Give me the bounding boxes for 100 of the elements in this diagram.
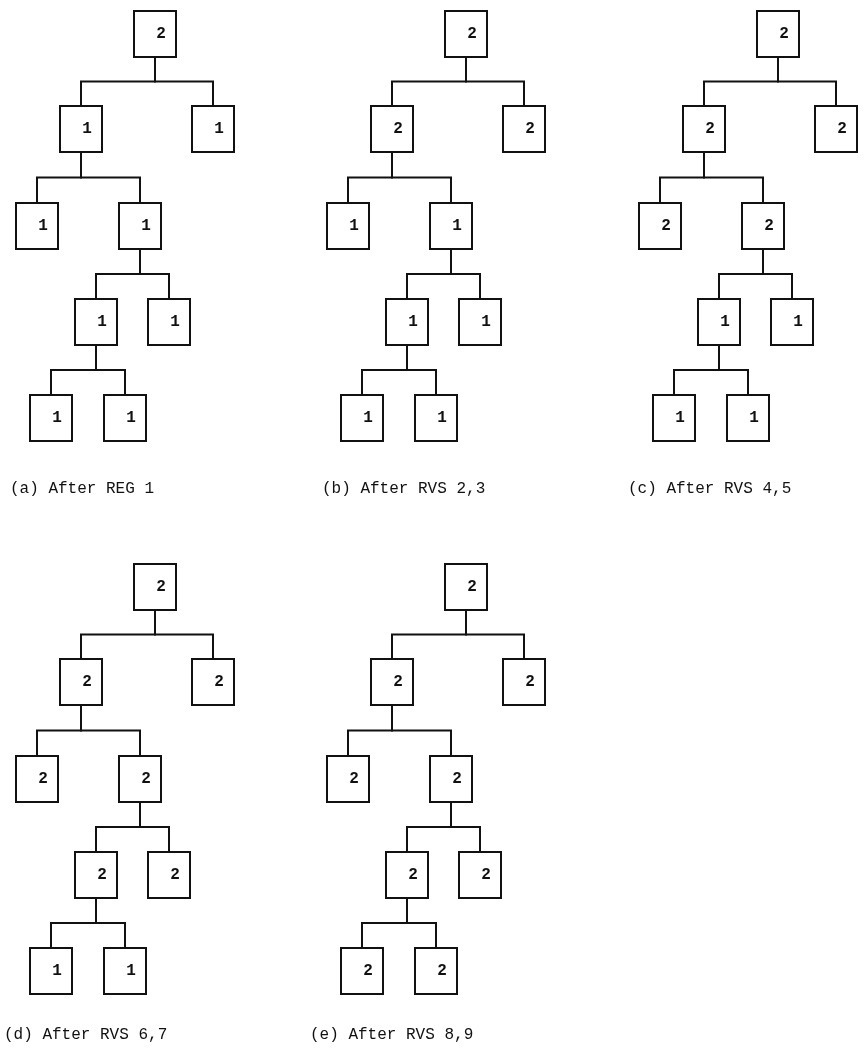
node-value: 2 — [466, 578, 477, 596]
tree-node-box — [191, 658, 235, 706]
tree-node-box — [385, 298, 429, 346]
node-value: 1 — [451, 217, 462, 235]
tree-node-box — [502, 105, 546, 153]
tree-node-box — [385, 851, 429, 899]
node-value: 1 — [125, 409, 136, 427]
tree-node-box — [147, 851, 191, 899]
node-value: 2 — [524, 673, 535, 691]
node-value: 1 — [719, 313, 730, 331]
tree-node-box — [74, 298, 118, 346]
tree-node-box — [697, 298, 741, 346]
tree-node-box — [429, 202, 473, 250]
tree-node-box — [340, 394, 384, 442]
node-value: 1 — [348, 217, 359, 235]
tree-node-box — [118, 202, 162, 250]
tree-node-box — [340, 947, 384, 995]
tree-node-box — [326, 202, 370, 250]
tree-node-box — [741, 202, 785, 250]
tree-node-box — [652, 394, 696, 442]
tree-connector — [139, 249, 170, 299]
subfigure-caption: (e) After RVS 8,9 — [310, 1026, 474, 1044]
node-value: 2 — [778, 25, 789, 43]
tree-node-box — [15, 755, 59, 803]
node-value: 1 — [51, 962, 62, 980]
tree-node-box — [326, 755, 370, 803]
tree-connector — [95, 345, 126, 395]
node-value: 2 — [362, 962, 373, 980]
tree-connector — [450, 249, 481, 299]
tree-connector — [80, 705, 141, 756]
tree-connector — [391, 152, 452, 203]
node-value: 2 — [169, 866, 180, 884]
node-value: 1 — [480, 313, 491, 331]
node-value: 1 — [96, 313, 107, 331]
tree-node-box — [118, 755, 162, 803]
tree-connector — [391, 705, 452, 756]
tree-connector — [718, 345, 749, 395]
node-value: 2 — [836, 120, 847, 138]
tree-node-box — [103, 394, 147, 442]
tree-node-box — [59, 658, 103, 706]
tree-node-box — [74, 851, 118, 899]
node-value: 2 — [392, 673, 403, 691]
node-value: 2 — [155, 578, 166, 596]
tree-node-box — [756, 10, 800, 58]
tree-connector — [139, 802, 170, 852]
tree-connector — [154, 610, 214, 659]
node-value: 1 — [792, 313, 803, 331]
tree-node-box — [444, 563, 488, 611]
tree-node-box — [133, 10, 177, 58]
node-value: 1 — [169, 313, 180, 331]
node-value: 2 — [660, 217, 671, 235]
node-value: 2 — [81, 673, 92, 691]
tree-node-box — [147, 298, 191, 346]
tree-connector — [762, 249, 793, 299]
node-value: 1 — [436, 409, 447, 427]
node-value: 2 — [763, 217, 774, 235]
node-value: 2 — [436, 962, 447, 980]
node-value: 2 — [466, 25, 477, 43]
tree-node-box — [638, 202, 682, 250]
tree-node-box — [103, 947, 147, 995]
tree-node-box — [370, 658, 414, 706]
tree-connector — [465, 610, 525, 659]
tree-connector — [450, 802, 481, 852]
tree-connector — [777, 57, 837, 106]
node-value: 2 — [524, 120, 535, 138]
tree-connector — [154, 57, 214, 106]
node-value: 2 — [96, 866, 107, 884]
subfigure-caption: (d) After RVS 6,7 — [4, 1026, 168, 1044]
tree-node-box — [682, 105, 726, 153]
node-value: 2 — [407, 866, 418, 884]
subfigure-caption: (a) After REG 1 — [10, 480, 155, 498]
tree-node-box — [191, 105, 235, 153]
tree-connector — [703, 152, 764, 203]
tree-node-box — [59, 105, 103, 153]
node-value: 1 — [81, 120, 92, 138]
node-value: 1 — [407, 313, 418, 331]
node-value: 2 — [451, 770, 462, 788]
tree-connector — [465, 57, 525, 106]
node-value: 1 — [37, 217, 48, 235]
tree-node-box — [770, 298, 814, 346]
node-value: 1 — [125, 962, 136, 980]
tree-node-box — [814, 105, 858, 153]
tree-connector — [406, 345, 437, 395]
tree-node-box — [133, 563, 177, 611]
node-value: 1 — [674, 409, 685, 427]
node-value: 2 — [213, 673, 224, 691]
tree-node-box — [29, 947, 73, 995]
tree-node-box — [414, 947, 458, 995]
tree-node-box — [502, 658, 546, 706]
node-value: 2 — [140, 770, 151, 788]
node-value: 2 — [704, 120, 715, 138]
tree-node-box — [458, 851, 502, 899]
tree-node-box — [15, 202, 59, 250]
node-value: 2 — [348, 770, 359, 788]
tree-connector — [406, 898, 437, 948]
tree-connector — [80, 152, 141, 203]
tree-node-box — [29, 394, 73, 442]
node-value: 1 — [213, 120, 224, 138]
tree-node-box — [726, 394, 770, 442]
tree-connector — [95, 898, 126, 948]
